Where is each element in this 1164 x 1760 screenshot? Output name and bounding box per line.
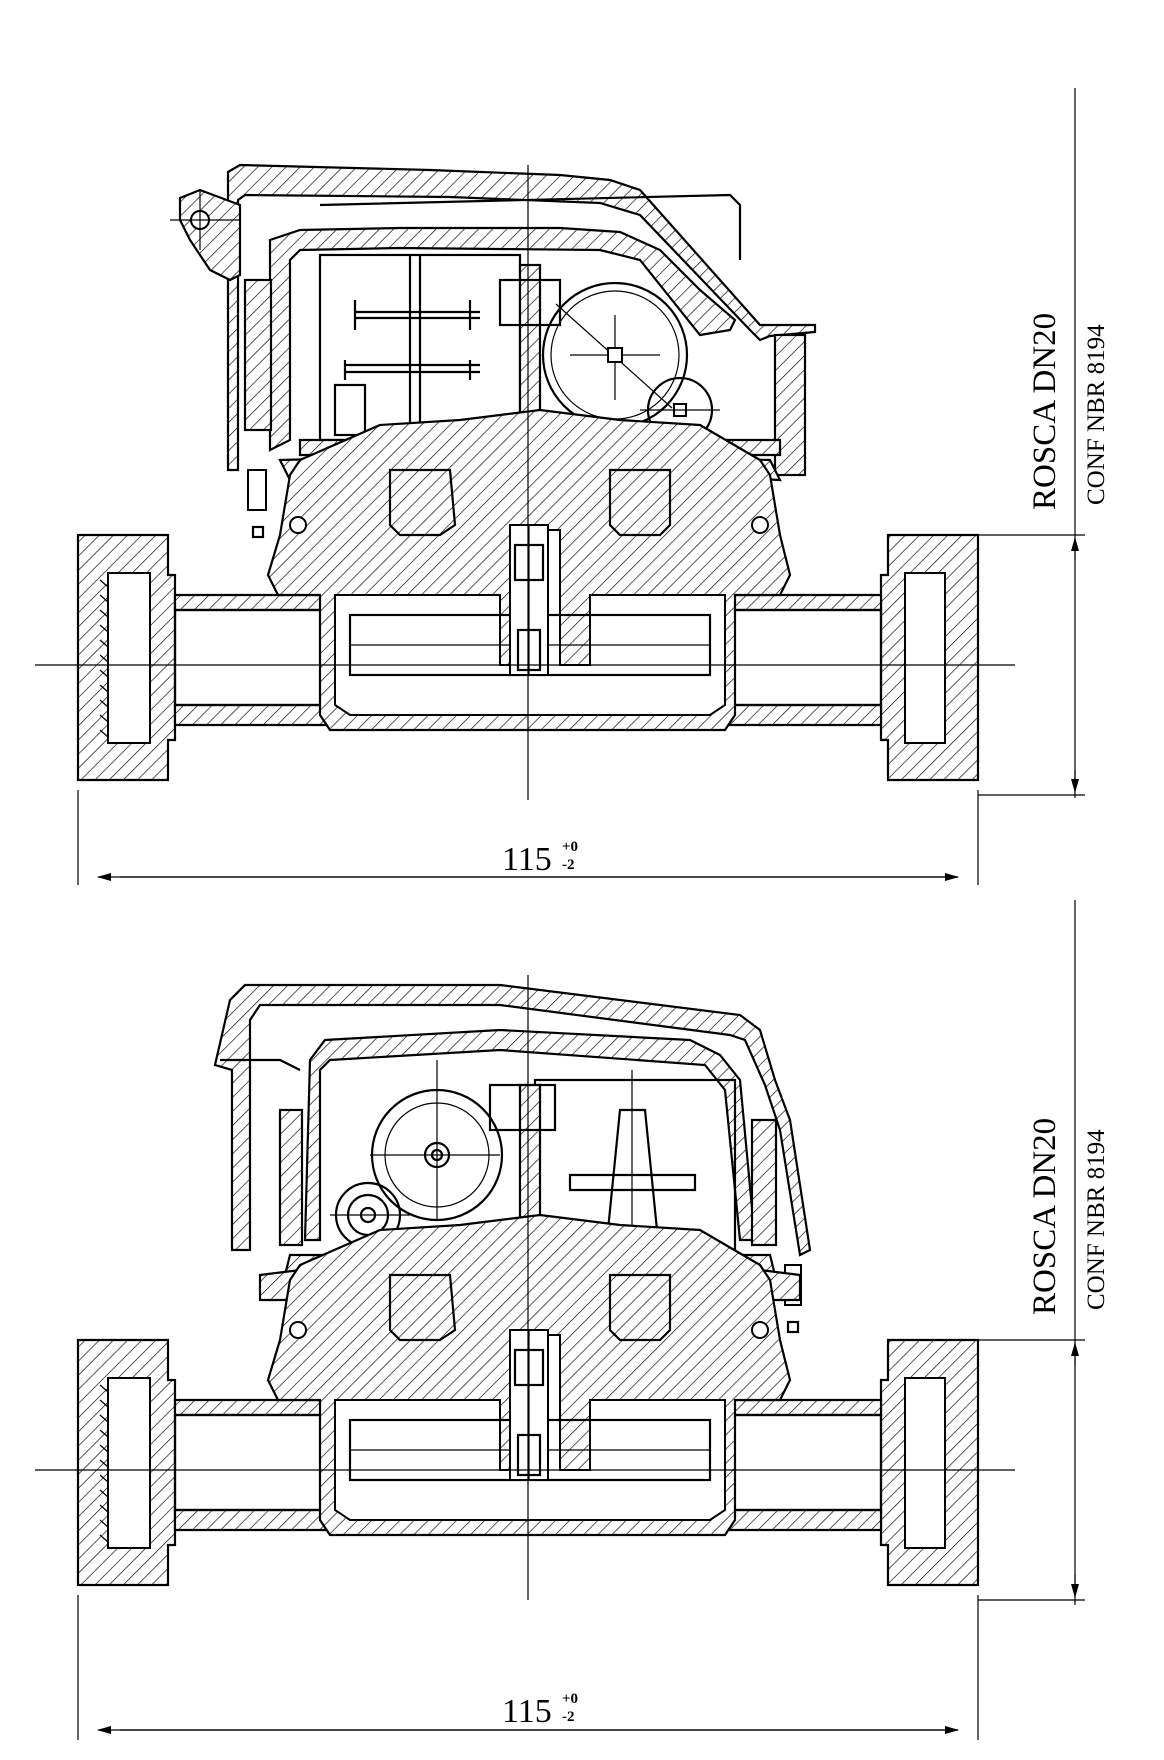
dimension-value: 115 [502, 1693, 552, 1730]
thread-spec-label: ROSCA DN20 [1027, 313, 1063, 510]
tolerance-upper: +0 [562, 839, 578, 855]
tolerance-lower: -2 [562, 857, 575, 873]
tolerance-upper: +0 [562, 1691, 578, 1707]
drawing-view-1: 115 +0 -2 ROSCA DN20 CONF NBR 8194 [35, 88, 1110, 885]
thread-spec-label: ROSCA DN20 [1027, 1118, 1063, 1315]
width-dimension-1: 115 +0 -2 [77, 790, 979, 885]
width-dimension-2: 115 +0 -2 [77, 1595, 979, 1740]
height-dimension-2 [978, 900, 1085, 1605]
spec-labels-2: ROSCA DN20 CONF NBR 8194 [1027, 1118, 1110, 1315]
standard-label: CONF NBR 8194 [1083, 1129, 1110, 1310]
height-dimension-1 [978, 88, 1085, 798]
drawing-view-2: 115 +0 -2 ROSCA DN20 CONF NBR 8194 [35, 900, 1110, 1740]
standard-label: CONF NBR 8194 [1083, 324, 1110, 505]
tolerance-lower: -2 [562, 1709, 575, 1725]
dimension-value: 115 [502, 841, 552, 878]
spec-labels-1: ROSCA DN20 CONF NBR 8194 [1027, 313, 1110, 510]
